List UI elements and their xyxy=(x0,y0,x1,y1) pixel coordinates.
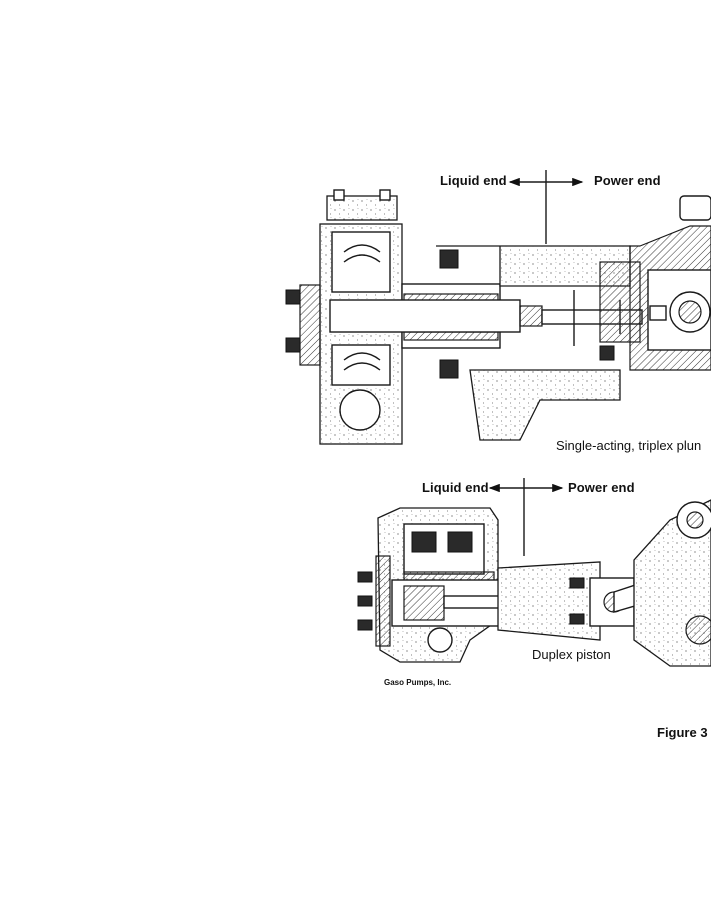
end-cover xyxy=(375,555,391,647)
oil-fill-cap xyxy=(679,195,711,221)
top-power-end-label: Power end xyxy=(594,173,661,188)
plunger xyxy=(329,299,521,333)
end-cover xyxy=(299,284,321,366)
bottom-power-end-label: Power end xyxy=(568,480,635,495)
duplex-piston-pump xyxy=(357,478,711,667)
top-pump-caption: Single-acting, triplex plun xyxy=(556,438,702,453)
figure-label: Figure 3 xyxy=(657,725,708,740)
triplex-plunger-pump xyxy=(285,170,711,445)
image-credit: Gaso Pumps, Inc. xyxy=(384,678,452,687)
top-liquid-end-label: Liquid end xyxy=(440,173,507,188)
piston xyxy=(403,585,445,621)
bottom-pump-caption: Duplex piston xyxy=(532,647,611,662)
suction-port xyxy=(339,389,381,431)
bottom-liquid-end-label: Liquid end xyxy=(422,480,489,495)
